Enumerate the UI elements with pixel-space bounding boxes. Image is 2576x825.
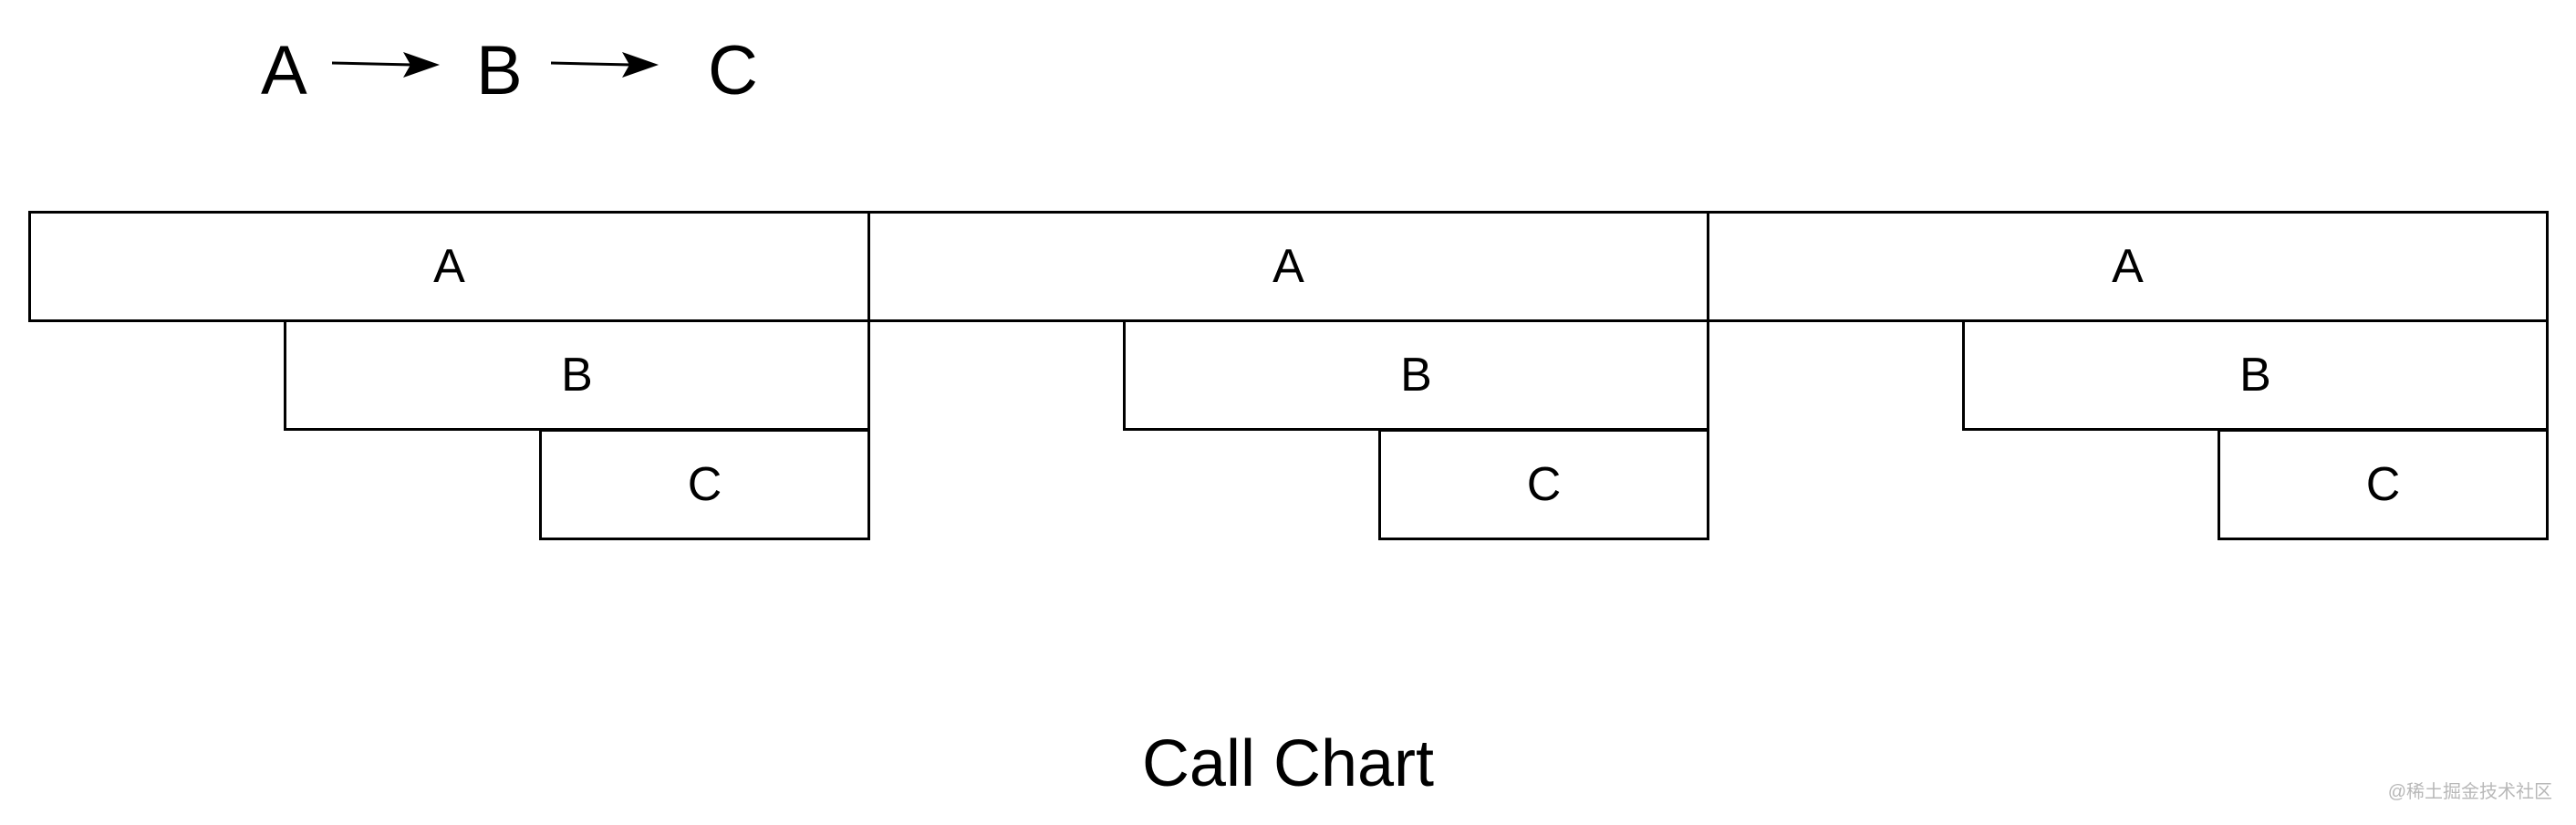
watermark: @稀土掘金技术社区 <box>2387 782 2552 802</box>
chart-title: Call Chart <box>1141 727 1435 800</box>
arrow-right-icon <box>550 52 659 78</box>
call-chart-frame-b: B <box>1962 319 2549 431</box>
call-chart-frame-a: A <box>1707 211 2549 322</box>
sequence-node-b: B <box>476 32 523 110</box>
call-chart-frame-a: A <box>867 211 1709 322</box>
call-chart-frame-a: A <box>28 211 870 322</box>
call-chart-frame-c: C <box>539 429 870 540</box>
sequence-node-a: A <box>261 32 307 110</box>
arrow-right-icon <box>331 52 440 78</box>
sequence-node-c: C <box>708 32 758 110</box>
call-chart-frame-c: C <box>2218 429 2549 540</box>
call-chart-frame-b: B <box>284 319 870 431</box>
call-chart-frame-b: B <box>1123 319 1709 431</box>
call-chart-frame-c: C <box>1378 429 1709 540</box>
